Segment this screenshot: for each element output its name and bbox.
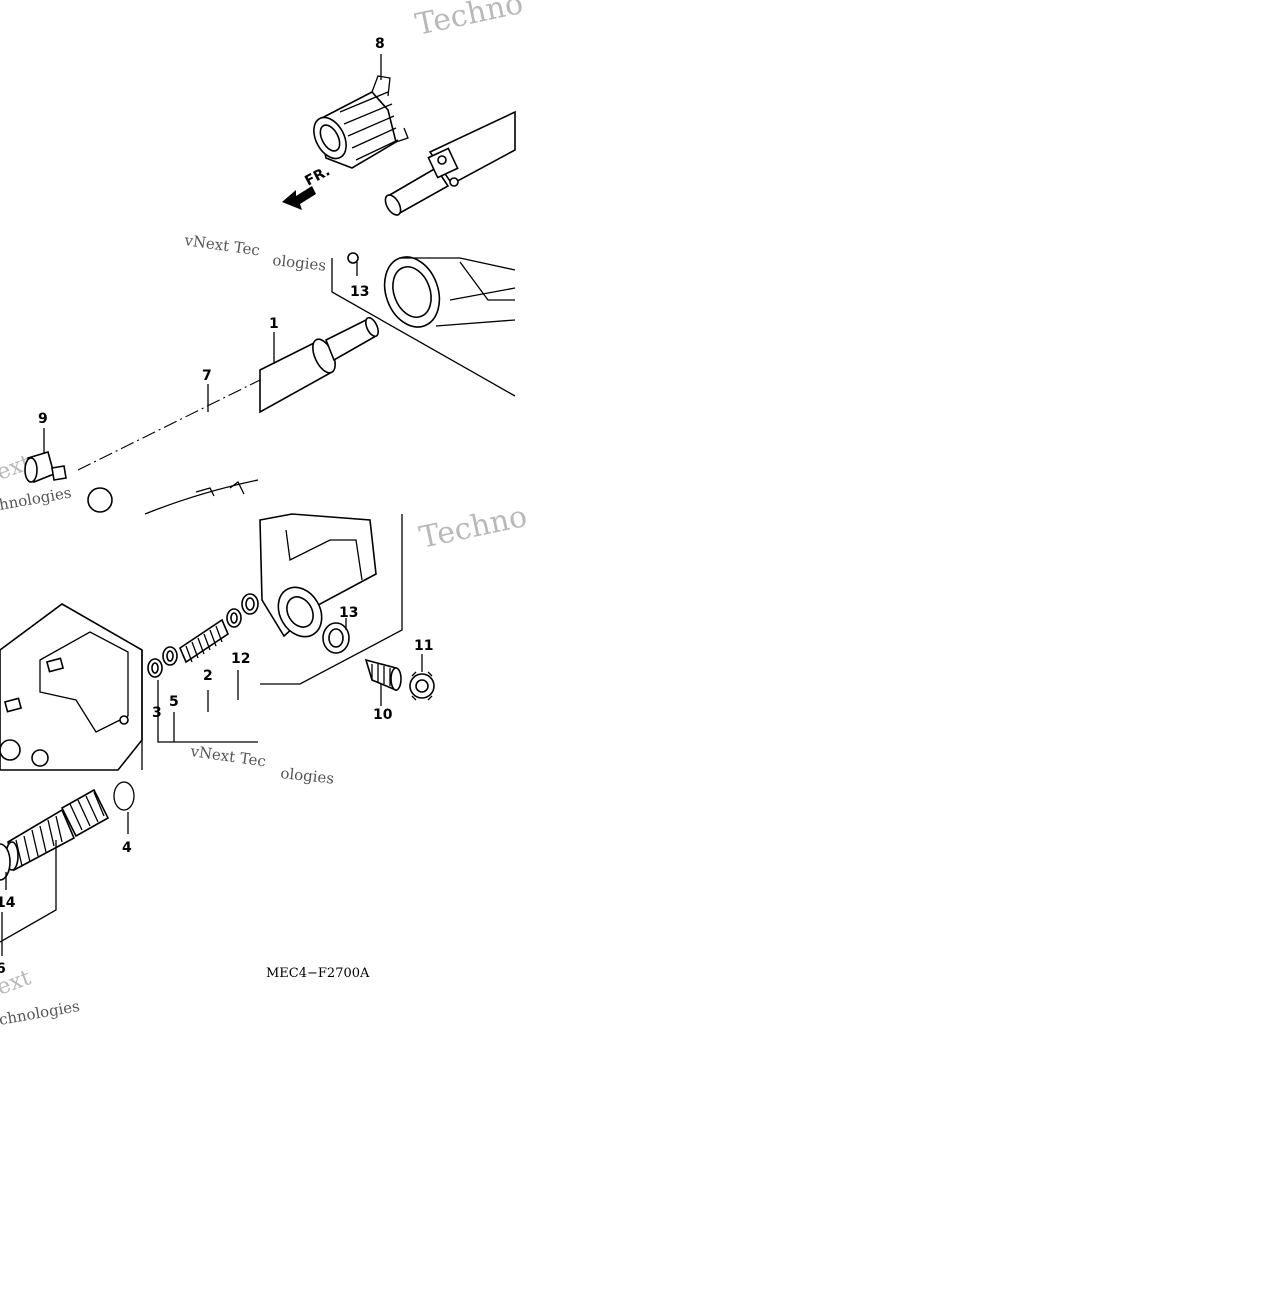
callout-4: 4 [122, 840, 132, 856]
watermark-text: hnologies [0, 484, 73, 514]
callout-3-text: 3 [152, 705, 162, 721]
callout-10: 10 [373, 707, 393, 723]
front-indicator: FR. [282, 163, 333, 210]
circlip-part [113, 781, 135, 811]
swingarm-pivot-part [383, 256, 516, 328]
gear-case-part [0, 603, 143, 771]
washer-part [147, 658, 163, 678]
callout-13: 13 [350, 284, 369, 300]
washer-part [241, 593, 259, 615]
callout-9: 9 [38, 411, 48, 427]
callout-12: 12 [231, 651, 250, 667]
watermark-text: Techno [416, 499, 530, 556]
bearing-part [322, 622, 350, 654]
spring-part [179, 618, 229, 664]
callout-14: 14 [0, 895, 16, 911]
swingarm-arm-part [259, 513, 377, 638]
watermark-text: vNext Tec [188, 742, 267, 771]
callout-1: 1 [269, 316, 279, 332]
watermark-text: chnologies [0, 997, 81, 1029]
pivot-shaft-part [259, 316, 379, 414]
washer-part [162, 646, 178, 666]
front-indicator-label: FR. [302, 163, 332, 189]
lock-nut-part [409, 671, 435, 701]
callout-6: 6 [0, 961, 6, 977]
pivot-bolt-part [364, 658, 402, 692]
drawing-code: MEC4−F2700A [266, 966, 370, 981]
washer-part [226, 608, 242, 628]
callout-2: 2 [203, 668, 213, 684]
drive-shaft-part [384, 110, 516, 216]
watermark-text: ologies [272, 251, 327, 275]
watermark-text: ologies [280, 764, 335, 788]
callout-11: 11 [414, 638, 433, 654]
callout-5-text: 5 [169, 694, 179, 710]
callout-8: 8 [375, 36, 385, 52]
watermark-text: vNext Tec [182, 231, 261, 260]
callout-7: 7 [202, 368, 212, 384]
pinion-shaft-part [0, 788, 110, 881]
drive-shaft-boot-part [313, 75, 409, 169]
cap-nut-part [24, 450, 67, 484]
watermark-text: Techno [412, 0, 526, 43]
callout-13-lower: 13 [339, 605, 358, 621]
